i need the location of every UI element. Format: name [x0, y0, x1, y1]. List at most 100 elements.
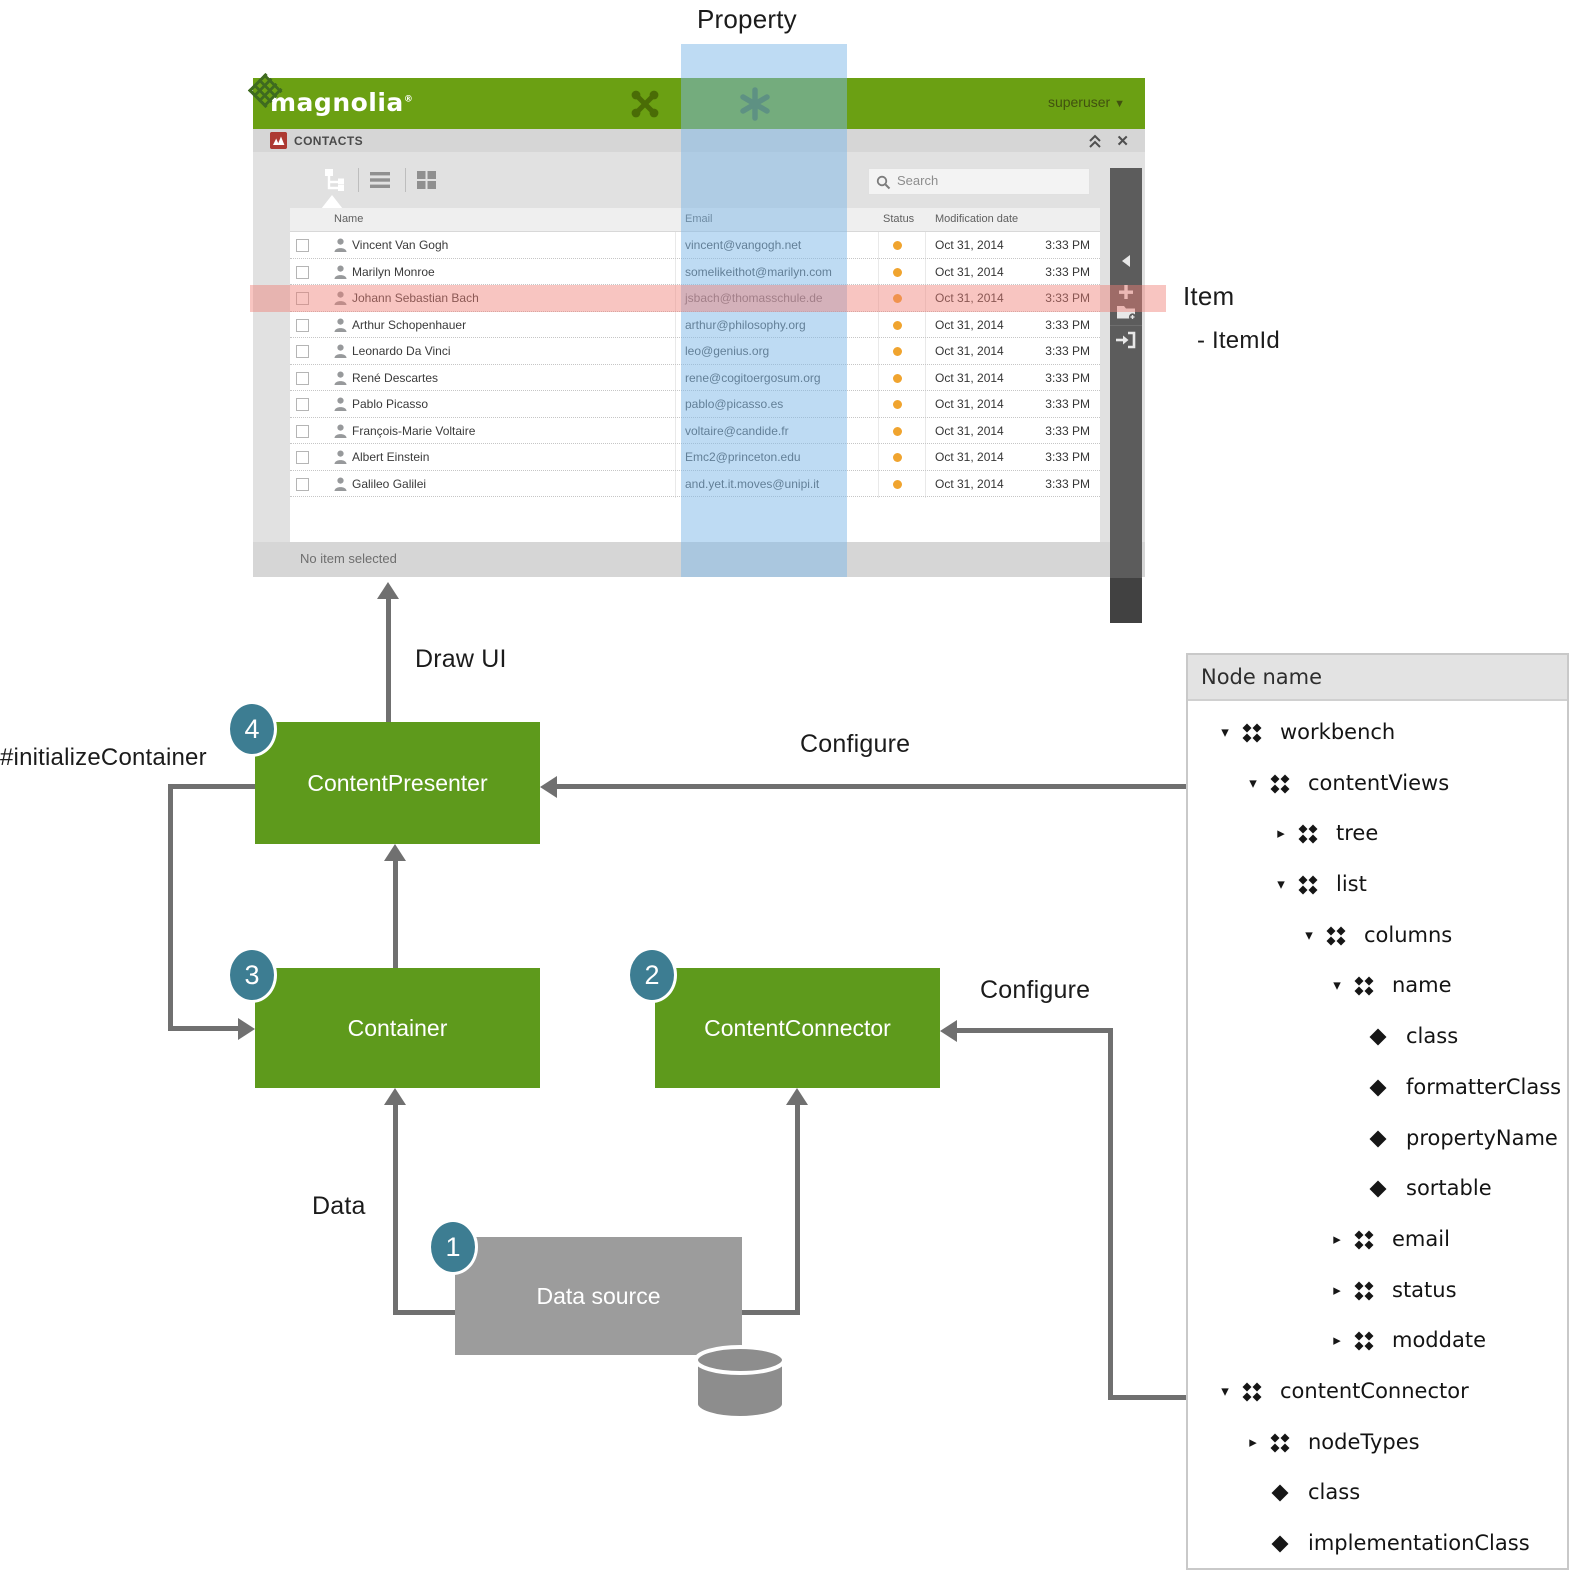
expand-arrow-icon[interactable]: ▾ — [1305, 925, 1313, 944]
row-checkbox[interactable] — [296, 451, 309, 464]
row-checkbox[interactable] — [296, 345, 309, 358]
contact-name: Vincent Van Gogh — [352, 238, 449, 252]
row-checkbox[interactable] — [296, 318, 309, 332]
status-dot-icon — [893, 347, 902, 356]
tree-node-label: formatterClass — [1406, 1074, 1562, 1099]
add-folder-icon[interactable] — [1110, 302, 1142, 322]
tree-node-row[interactable]: class — [1188, 1012, 1567, 1063]
initialize-container-label: #initializeContainer — [0, 744, 207, 771]
tree-node-row[interactable]: ▸ nodeTypes — [1188, 1418, 1567, 1469]
expand-arrow-icon[interactable]: ▾ — [1221, 1381, 1229, 1400]
tree-node-row[interactable]: ▾ workbench — [1188, 708, 1567, 759]
tree-node-row[interactable]: class — [1188, 1468, 1567, 1519]
configure-connector-line — [956, 1028, 1113, 1033]
contact-name: Galileo Galilei — [352, 476, 427, 491]
column-divider — [675, 208, 676, 498]
import-export-icon[interactable] — [1110, 330, 1142, 350]
expand-arrow-icon[interactable]: ▾ — [1277, 875, 1285, 894]
data-to-connector-line — [795, 1103, 800, 1315]
tree-view-button[interactable] — [321, 166, 349, 194]
draw-ui-arrow-line — [386, 597, 391, 722]
tree-node-row[interactable]: ▾ list — [1188, 860, 1567, 911]
tree-node-row[interactable]: ▾ columns — [1188, 911, 1567, 962]
modification-date: Oct 31, 2014 — [935, 370, 1004, 385]
column-divider — [925, 208, 926, 498]
tree-node-label: workbench — [1280, 720, 1396, 744]
tree-node-row[interactable]: ▸ email — [1188, 1215, 1567, 1266]
tree-node-row[interactable]: propertyName — [1188, 1114, 1567, 1165]
contacts-app-icon — [270, 132, 287, 149]
tree-node-row[interactable]: ▸ moddate — [1188, 1316, 1567, 1367]
container-label: Container — [347, 1014, 448, 1041]
rail-divider — [1110, 325, 1142, 326]
tree-node-label: class — [1406, 1024, 1459, 1049]
row-checkbox[interactable] — [296, 239, 309, 252]
add-contact-icon[interactable] — [1110, 284, 1142, 300]
expand-arrow-icon[interactable]: ▾ — [1249, 773, 1257, 792]
tree-node-row[interactable]: ▾ contentConnector — [1188, 1367, 1567, 1418]
list-view-button[interactable] — [369, 170, 391, 190]
modification-date: Oct 31, 2014 — [935, 344, 1004, 358]
tree-node-label: tree — [1336, 821, 1379, 846]
tree-node-row[interactable]: formatterClass — [1188, 1063, 1567, 1114]
registered-mark: ® — [403, 94, 414, 105]
modification-time: 3:33 PM — [1045, 291, 1090, 305]
step-2-badge: 2 — [627, 947, 677, 1003]
modification-date: Oct 31, 2014 — [935, 264, 1004, 279]
person-icon — [334, 477, 347, 491]
expand-arrow-icon[interactable]: ▸ — [1249, 1432, 1257, 1451]
node-icon — [1354, 1331, 1374, 1351]
expand-arrow-icon[interactable]: ▸ — [1277, 824, 1285, 843]
tree-node-row[interactable]: implementationClass — [1188, 1519, 1567, 1570]
thumbnail-view-button[interactable] — [416, 170, 437, 190]
column-header-status[interactable]: Status — [883, 213, 915, 225]
data-to-container-arrowhead — [384, 1088, 406, 1105]
tree-node-row[interactable]: ▾ name — [1188, 961, 1567, 1012]
property-icon — [1369, 1079, 1387, 1097]
expand-arrow-icon[interactable]: ▸ — [1333, 1331, 1341, 1350]
expand-arrow-icon[interactable]: ▾ — [1333, 976, 1341, 995]
expand-arrow-icon[interactable]: ▾ — [1221, 723, 1229, 741]
content-presenter-box: ContentPresenter — [255, 722, 540, 844]
row-checkbox[interactable] — [296, 398, 309, 411]
collapse-icon[interactable] — [1087, 133, 1103, 149]
rail-scroll-thumb[interactable] — [1110, 578, 1142, 623]
data-to-connector-line — [740, 1310, 797, 1315]
expand-arrow-icon[interactable]: ▸ — [1333, 1229, 1341, 1248]
item-row-highlight — [250, 285, 1166, 312]
modification-time: 3:33 PM — [1045, 264, 1090, 279]
step-1-badge: 1 — [428, 1219, 478, 1275]
row-checkbox[interactable] — [296, 265, 309, 279]
contact-name: Pablo Picasso — [352, 397, 429, 411]
initialize-container-line — [168, 1026, 238, 1031]
row-checkbox[interactable] — [296, 371, 309, 385]
column-header-modification-date[interactable]: Modification date — [935, 213, 1019, 225]
row-checkbox[interactable] — [296, 292, 309, 305]
tree-node-row[interactable]: ▸ tree — [1188, 809, 1567, 860]
collapse-panel-icon[interactable] — [1110, 254, 1142, 268]
tree-node-row[interactable]: ▸ status — [1188, 1266, 1567, 1317]
property-icon — [1271, 1535, 1289, 1553]
person-icon — [334, 318, 347, 332]
tree-body: ▾ workbench ▾ contentViews ▸ tree ▾ list… — [1188, 701, 1567, 1570]
user-menu[interactable]: superuser ▼ — [1047, 94, 1125, 110]
initialize-container-line — [168, 784, 173, 1031]
contact-name: Johann Sebastian Bach — [352, 291, 479, 305]
item-id-label: - ItemId — [1197, 327, 1280, 354]
expand-arrow-icon[interactable]: ▸ — [1333, 1280, 1341, 1299]
search-input[interactable] — [895, 172, 1079, 189]
row-checkbox[interactable] — [296, 477, 309, 491]
container-to-presenter-line — [393, 859, 398, 968]
data-source-label: Data source — [536, 1282, 661, 1309]
modification-time: 3:33 PM — [1045, 344, 1090, 358]
row-checkbox[interactable] — [296, 424, 309, 438]
close-icon[interactable]: ✕ — [1116, 133, 1129, 150]
tree-node-row[interactable]: sortable — [1188, 1164, 1567, 1215]
node-icon — [1270, 1433, 1290, 1453]
tree-node-label: nodeTypes — [1308, 1429, 1420, 1454]
modification-date: Oct 31, 2014 — [935, 317, 1004, 332]
selected-view-pointer — [321, 195, 343, 209]
column-header-name[interactable]: Name — [334, 213, 364, 225]
tree-node-row[interactable]: ▾ contentViews — [1188, 759, 1567, 810]
apps-launcher-icon[interactable] — [627, 86, 663, 122]
